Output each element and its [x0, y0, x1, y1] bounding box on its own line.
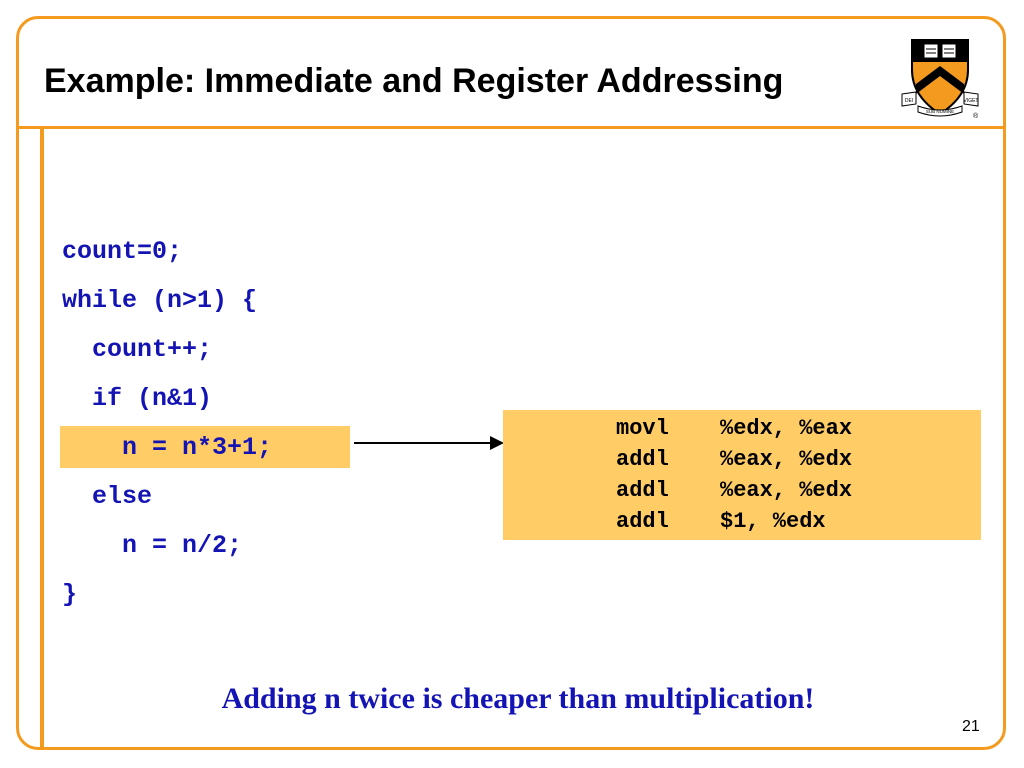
assembly-box	[503, 410, 981, 540]
code-line: count=0;	[62, 237, 183, 266]
code-line: if (n&1)	[62, 384, 213, 413]
asm-operands: %eax, %edx	[720, 478, 853, 503]
left-accent-bar	[40, 128, 44, 748]
code-line: while (n>1) {	[62, 286, 258, 315]
princeton-shield-icon: DEI VIGET SUB NUMINE ®	[901, 39, 979, 120]
asm-opcode: addl	[616, 478, 669, 503]
slide-caption: Adding n twice is cheaper than multiplic…	[221, 682, 815, 715]
asm-opcode: addl	[616, 447, 669, 472]
registered-mark: ®	[973, 112, 979, 120]
slide-frame	[16, 16, 1006, 750]
asm-operands: $1, %edx	[720, 509, 826, 534]
arrow-icon	[354, 436, 504, 450]
slide-title: Example: Immediate and Register Addressi…	[44, 62, 784, 100]
c-code-block: count=0; while (n>1) { count++; if (n&1)…	[62, 230, 272, 622]
assembly-row: movl %edx, %eax	[616, 414, 852, 445]
asm-operands: %edx, %eax	[720, 416, 853, 441]
ribbon-right-text: VIGET	[963, 98, 978, 104]
title-divider	[18, 126, 1004, 129]
assembly-row: addl %eax, %edx	[616, 445, 852, 476]
assembly-row: addl $1, %edx	[616, 507, 852, 538]
code-line-highlight	[60, 426, 350, 468]
assembly-listing: movl %edx, %eax addl %eax, %edx addl %eax, …	[616, 414, 852, 538]
asm-opcode: movl	[616, 416, 669, 441]
ribbon-center-text: SUB NUMINE	[926, 109, 954, 114]
asm-opcode: addl	[616, 509, 669, 534]
code-line: else	[62, 482, 153, 511]
ribbon-left-text: DEI	[905, 98, 913, 104]
page-number: 21	[962, 718, 980, 735]
assembly-row: addl %eax, %edx	[616, 476, 852, 507]
code-line: }	[62, 580, 78, 609]
code-line-highlighted: n = n*3+1;	[62, 433, 273, 462]
code-line: n = n/2;	[62, 531, 243, 560]
asm-operands: %eax, %edx	[720, 447, 853, 472]
code-line: count++;	[62, 335, 213, 364]
